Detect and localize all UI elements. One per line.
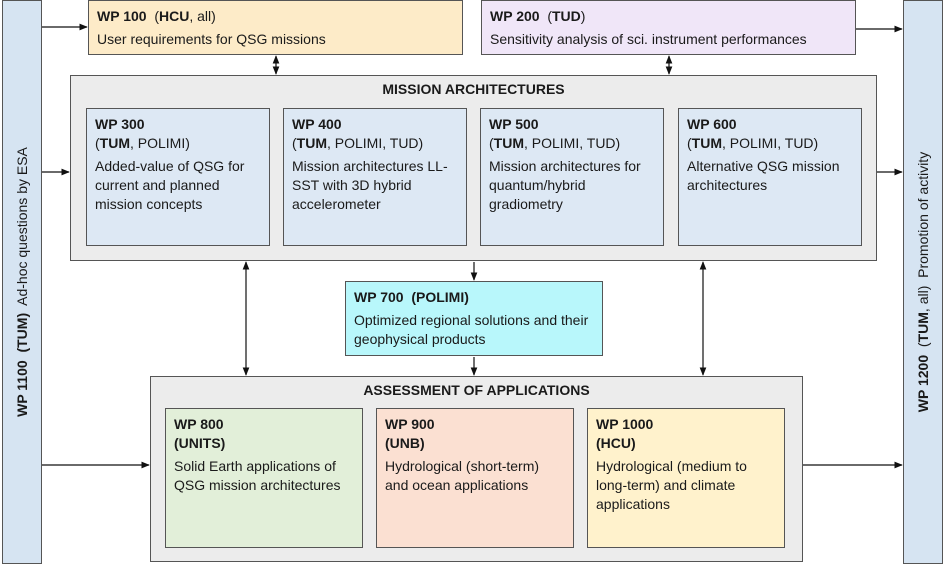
wp700-box: WP 700 (POLIMI) Optimized regional solut… [345, 281, 603, 356]
wp700-desc: Optimized regional solutions and their g… [354, 312, 589, 347]
wp1200-sidebar: WP 1200 (TUM, all) Promotion of activity [903, 0, 943, 564]
wp900-desc: Hydrological (short-term) and ocean appl… [385, 458, 540, 493]
wp800-box: WP 800 (UNITS) Solid Earth applications … [165, 408, 363, 548]
wp600-box: WP 600 (TUM, POLIMI, TUD) Alternative QS… [678, 108, 862, 246]
wp900-lead: (UNB) [385, 435, 425, 451]
wp400-box: WP 400 (TUM, POLIMI, TUD) Mission archit… [283, 108, 467, 246]
wp500-box: WP 500 (TUM, POLIMI, TUD) Mission archit… [480, 108, 664, 246]
wp1100-sidebar: WP 1100 (TUM) Ad-hoc questions by ESA [2, 0, 42, 564]
wp300-lead: TUM [99, 135, 130, 151]
wp600-desc: Alternative QSG mission architectures [687, 158, 840, 193]
wp1000-desc: Hydrological (medium to long-term) and c… [596, 458, 747, 512]
wp700-lead: (POLIMI) [411, 289, 469, 305]
wp500-desc: Mission architectures for quantum/hybrid… [489, 158, 641, 212]
wp100-lead: HCU [159, 8, 190, 24]
wp600-code: WP 600 [687, 116, 737, 132]
wp200-desc: Sensitivity analysis of sci. instrument … [490, 31, 807, 47]
wp100-code: WP 100 [97, 8, 147, 24]
wp500-lead: TUM [493, 135, 524, 151]
wp800-lead: (UNITS) [174, 435, 226, 451]
wp1000-code: WP 1000 [596, 416, 654, 432]
wp1000-box: WP 1000 (HCU) Hydrological (medium to lo… [587, 408, 785, 548]
wp900-box: WP 900 (UNB) Hydrological (short-term) a… [376, 408, 574, 548]
wp200-lead: TUD [552, 8, 581, 24]
wp600-lead: TUM [691, 135, 722, 151]
wp100-desc: User requirements for QSG missions [97, 31, 326, 47]
wp300-box: WP 300 (TUM, POLIMI) Added-value of QSG … [86, 108, 270, 246]
assessment-title: ASSESSMENT OF APPLICATIONS [363, 382, 590, 398]
wp400-lead: TUM [296, 135, 327, 151]
wp400-desc: Mission architectures LL-SST with 3D hyb… [292, 158, 448, 212]
wp300-code: WP 300 [95, 116, 145, 132]
wp300-desc: Added-value of QSG for current and plann… [95, 158, 245, 212]
wp1000-lead: (HCU) [596, 435, 636, 451]
wp100-box: WP 100 (HCU, all) User requirements for … [88, 0, 463, 55]
wp900-code: WP 900 [385, 416, 435, 432]
wp200-box: WP 200 (TUD) Sensitivity analysis of sci… [481, 0, 856, 55]
wp500-code: WP 500 [489, 116, 539, 132]
wp700-code: WP 700 [354, 289, 404, 305]
wp200-code: WP 200 [490, 8, 540, 24]
wp800-code: WP 800 [174, 416, 224, 432]
wp400-code: WP 400 [292, 116, 342, 132]
mission-architectures-title: MISSION ARCHITECTURES [382, 81, 565, 97]
wp800-desc: Solid Earth applications of QSG mission … [174, 458, 341, 493]
